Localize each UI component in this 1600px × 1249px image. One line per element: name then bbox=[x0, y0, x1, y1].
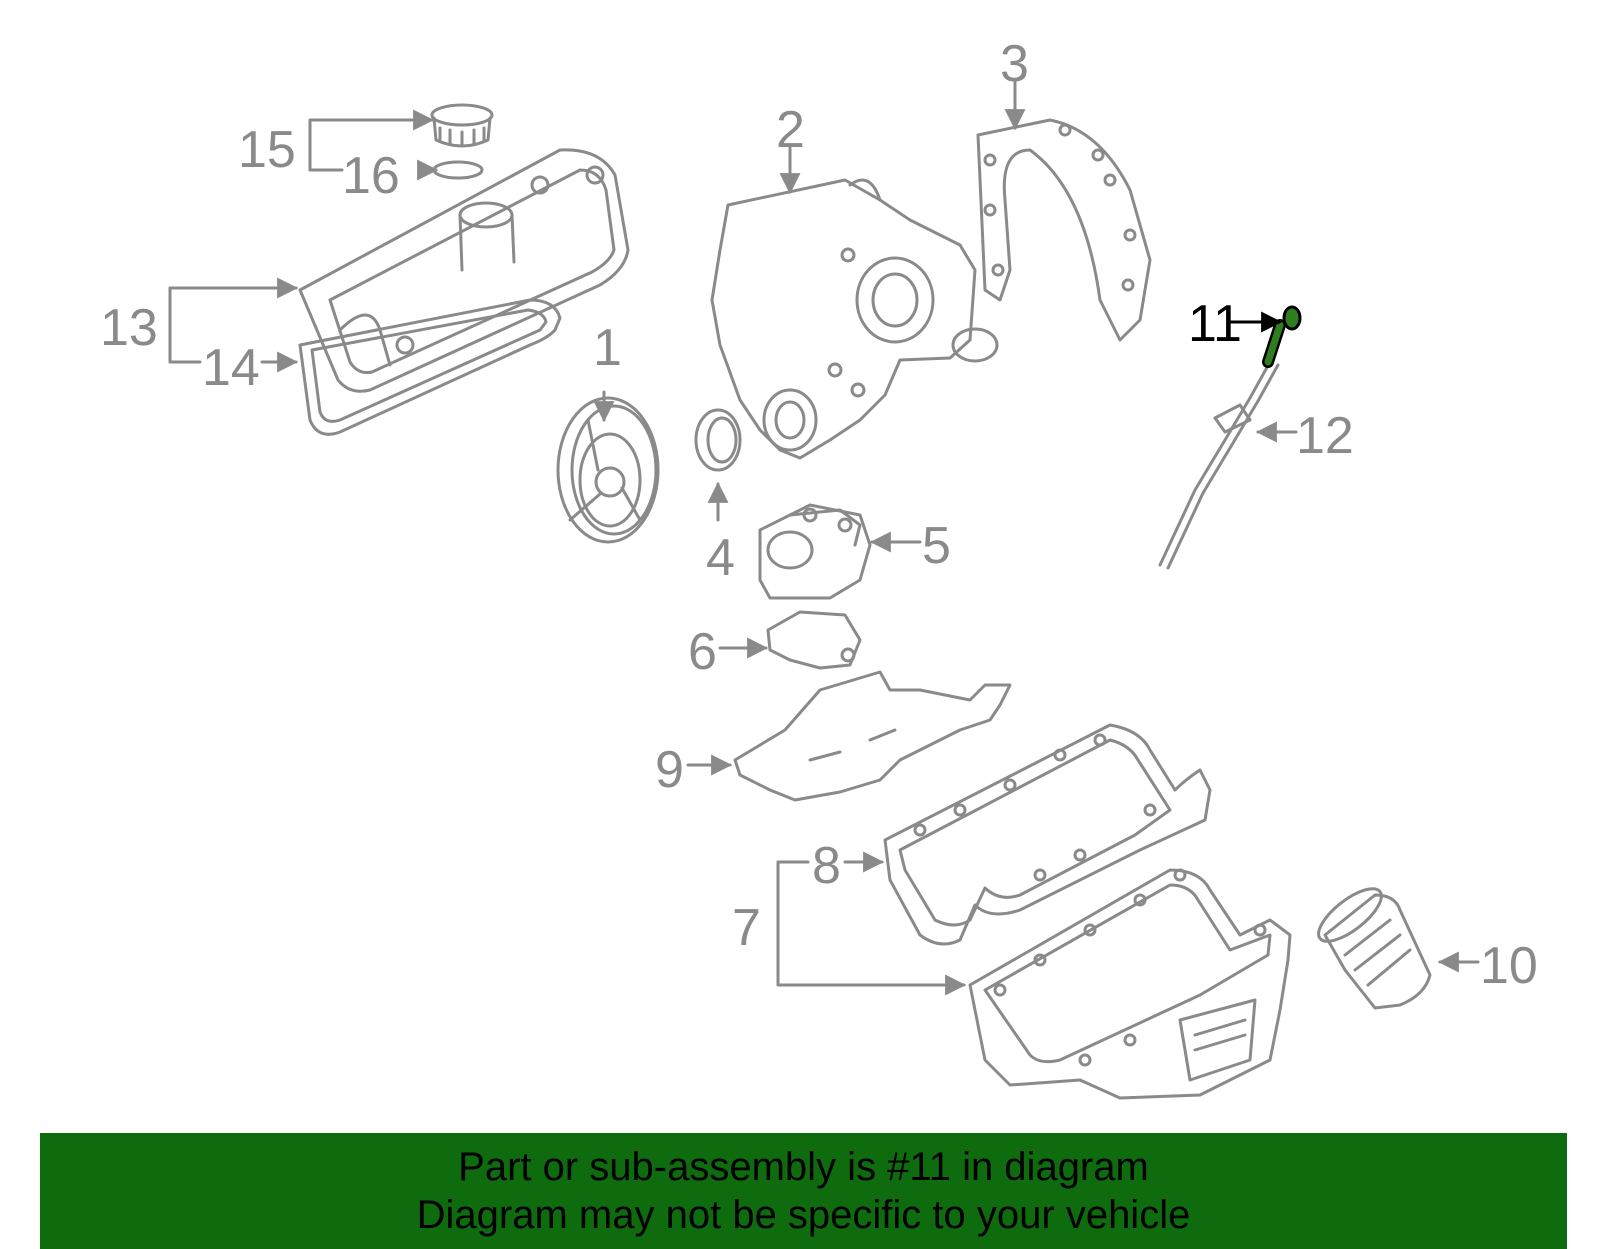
timing-gasket-part bbox=[976, 118, 1152, 342]
callout-6[interactable]: 6 bbox=[688, 623, 717, 681]
windage-tray-part bbox=[733, 670, 1012, 802]
leader-lines bbox=[168, 80, 1480, 996]
callout-12[interactable]: 12 bbox=[1296, 407, 1354, 465]
callout-11-highlighted[interactable]: 11 bbox=[1188, 295, 1242, 353]
oring-part bbox=[432, 160, 484, 180]
callout-3[interactable]: 3 bbox=[1000, 35, 1029, 93]
oil-pan-gasket-part bbox=[883, 723, 1212, 946]
callout-15[interactable]: 15 bbox=[238, 121, 296, 179]
callout-8[interactable]: 8 bbox=[812, 837, 841, 895]
crank-pulley-part bbox=[556, 396, 660, 544]
pump-cover-part bbox=[766, 610, 862, 670]
valve-cover-gasket-part bbox=[298, 298, 562, 436]
front-seal-part bbox=[694, 408, 742, 472]
info-banner: Part or sub-assembly is #11 in diagram D… bbox=[40, 1133, 1567, 1249]
banner-part-note: Part or sub-assembly is #11 in diagram bbox=[458, 1145, 1149, 1189]
callout-4[interactable]: 4 bbox=[706, 529, 735, 587]
oil-filler-cap-part bbox=[430, 103, 494, 148]
banner-disclaimer: Diagram may not be specific to your vehi… bbox=[416, 1193, 1191, 1237]
valve-cover-part bbox=[298, 148, 630, 393]
callout-10[interactable]: 10 bbox=[1480, 937, 1538, 995]
oil-pump-part bbox=[758, 503, 872, 600]
timing-cover-part bbox=[710, 178, 999, 460]
dipstick-part-highlighted bbox=[1228, 305, 1302, 368]
callout-7[interactable]: 7 bbox=[732, 899, 761, 957]
callout-1[interactable]: 1 bbox=[593, 319, 622, 377]
pump-cover-bolt bbox=[840, 647, 856, 663]
oil-filter-part bbox=[1317, 887, 1432, 1010]
parts-diagram bbox=[168, 80, 1480, 1100]
callout-14[interactable]: 14 bbox=[202, 339, 260, 397]
callout-5[interactable]: 5 bbox=[922, 517, 951, 575]
oil-pan-part bbox=[968, 868, 1292, 1100]
dipstick-tube-part bbox=[1158, 360, 1280, 570]
callout-9[interactable]: 9 bbox=[655, 741, 684, 799]
callout-16[interactable]: 16 bbox=[342, 147, 400, 205]
callout-2[interactable]: 2 bbox=[776, 101, 805, 159]
callout-13[interactable]: 13 bbox=[100, 299, 158, 357]
